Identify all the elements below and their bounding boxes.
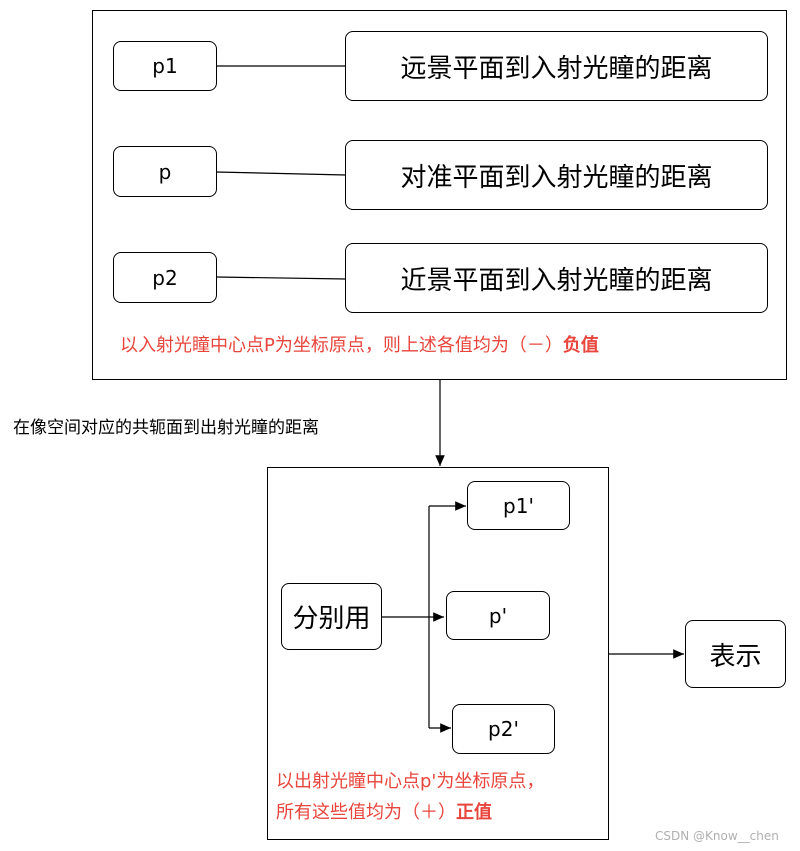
top-group-frame: [92, 10, 787, 380]
node-p2-label: p2: [152, 265, 178, 290]
link-caption: 在像空间对应的共轭面到出射光瞳的距离: [13, 418, 319, 438]
node-p-prime-label: p': [488, 603, 508, 628]
node-p1-label: p1: [152, 54, 178, 78]
node-source-label: 分别用: [292, 604, 371, 634]
node-p1: p1: [113, 41, 217, 91]
node-p1-prime: p1': [467, 481, 570, 530]
bottom-note-line2-text: 所有这些值均为（＋）: [276, 802, 456, 823]
top-note-text: 以入射光瞳中心点P为坐标原点，则上述各值均为（－）: [120, 335, 563, 356]
node-result-label: 表示: [709, 641, 762, 672]
node-p2-prime-label: p2': [488, 717, 519, 741]
top-note: 以入射光瞳中心点P为坐标原点，则上述各值均为（－）负值: [120, 331, 599, 357]
bottom-note-line1: 以出射光瞳中心点p'为坐标原点，: [276, 767, 544, 793]
bottom-group-frame: [267, 467, 609, 840]
bottom-note-line2-bold: 正值: [456, 802, 492, 823]
desc-p2-label: 近景平面到入射光瞳的距离: [400, 265, 713, 296]
desc-p1-label: 远景平面到入射光瞳的距离: [400, 53, 713, 84]
desc-p1: 远景平面到入射光瞳的距离: [345, 31, 768, 101]
desc-p-label: 对准平面到入射光瞳的距离: [400, 162, 713, 193]
node-p2: p2: [113, 252, 217, 303]
node-result: 表示: [685, 620, 786, 688]
node-p-label: p: [158, 159, 172, 184]
bottom-note-line2: 所有这些值均为（＋）正值: [276, 798, 492, 824]
link-p: [215, 171, 347, 176]
node-source: 分别用: [281, 583, 382, 650]
desc-p: 对准平面到入射光瞳的距离: [345, 140, 768, 210]
link-p2: [215, 276, 347, 280]
bottom-note-line1-text: 以出射光瞳中心点p'为坐标原点，: [276, 771, 545, 792]
node-p1-prime-label: p1': [503, 493, 534, 518]
node-p2-prime: p2': [452, 704, 555, 754]
node-p-prime: p': [446, 591, 550, 640]
node-p: p: [113, 146, 217, 197]
watermark: CSDN @Know__chen: [655, 829, 779, 843]
desc-p2: 近景平面到入射光瞳的距离: [345, 243, 768, 313]
top-note-bold: 负值: [562, 335, 599, 356]
